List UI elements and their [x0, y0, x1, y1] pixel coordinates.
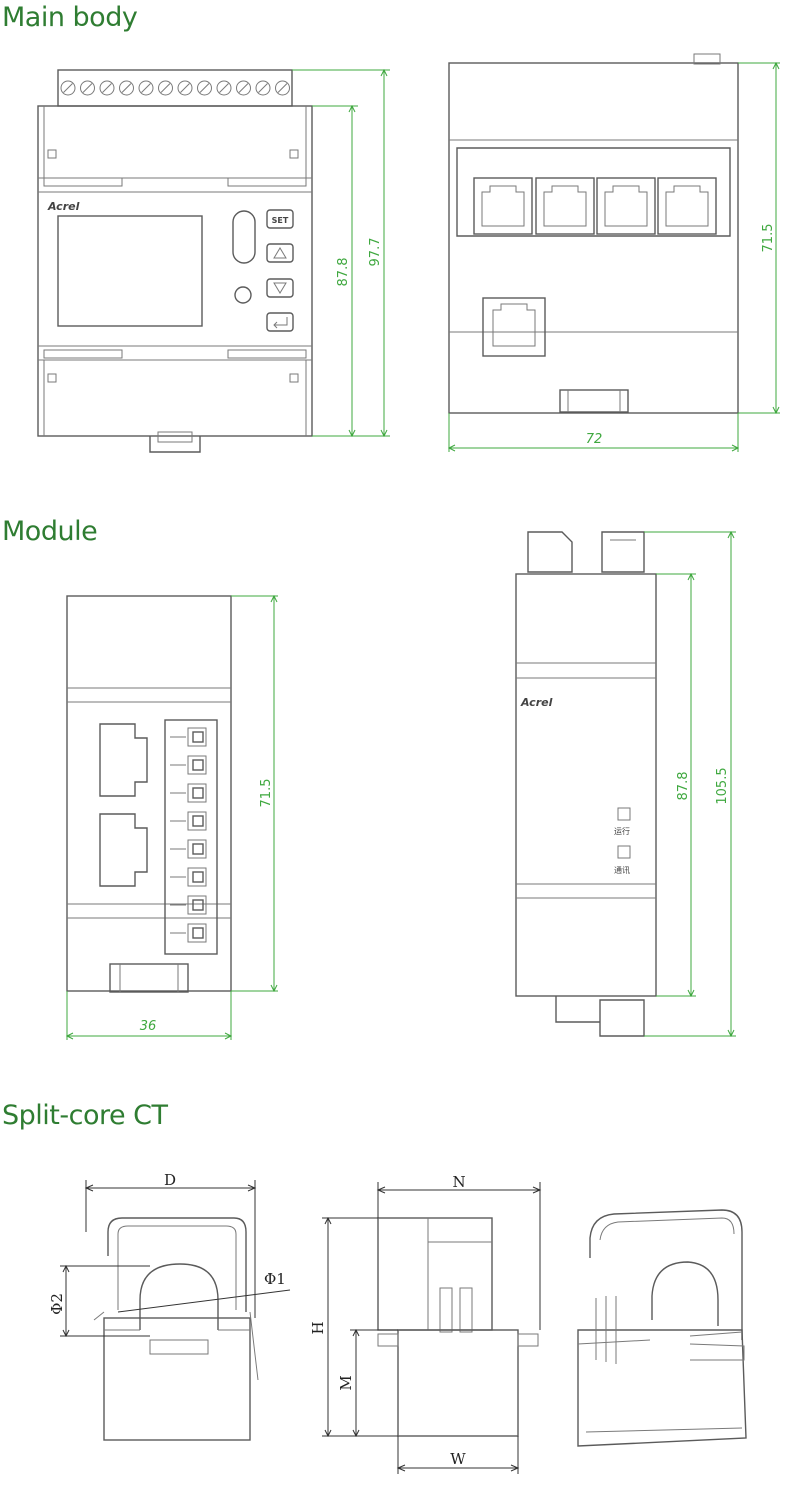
dim-inner-height: 87.8 [336, 258, 351, 287]
dim-total-height: 97.7 [368, 238, 383, 267]
module-terminal-strip [164, 719, 218, 955]
lcd-screen [57, 215, 203, 327]
terminal-screw [216, 80, 232, 96]
down-button[interactable] [266, 278, 294, 298]
terminal-screw [138, 80, 154, 96]
ct-side-top [377, 1217, 493, 1331]
dim-h: H [309, 1321, 327, 1334]
down-arrow-icon [273, 282, 287, 294]
terminal-block [57, 69, 293, 107]
ct-body [103, 1317, 251, 1441]
rs485-port [482, 297, 546, 357]
terminal-screw [177, 80, 193, 96]
module-rj45-top [99, 723, 148, 797]
main-body-front-view: Acrel SET 87.8 97.7 [37, 68, 390, 453]
module-brand-logo: Acrel [520, 696, 553, 709]
module-terminal [170, 811, 207, 831]
top-connector-right [601, 531, 645, 573]
terminal-screw [158, 80, 173, 96]
ct-iso-body [577, 1329, 747, 1447]
main-body-title: Main body [2, 2, 138, 33]
dim-side-inner: 87.8 [676, 772, 691, 801]
comm-led-label: 通讯 [614, 865, 630, 875]
dim-m: M [337, 1375, 355, 1390]
set-button[interactable] [266, 209, 294, 229]
terminal-screw [119, 80, 134, 96]
comm-led [617, 845, 631, 859]
dim-module-height: 71.5 [259, 779, 274, 808]
terminal-screw [255, 80, 271, 96]
ct-front-view: D Φ2 Φ1 [48, 1171, 291, 1441]
dim-rear-height: 71.5 [761, 224, 776, 253]
ct-iso-opening [651, 1261, 719, 1326]
run-led-label: 运行 [614, 826, 630, 836]
svg-text:SET: SET [272, 216, 289, 225]
main-body-rear-view: 71.5 72 [447, 53, 780, 452]
rj45-port-4 [657, 177, 717, 235]
module-terminal [170, 783, 207, 803]
dim-phi2: Φ2 [48, 1293, 66, 1315]
rj45-port-2 [535, 177, 595, 235]
module-title: Module [2, 516, 98, 547]
enter-icon [273, 317, 288, 329]
module-terminal [170, 727, 207, 747]
indicator-light [234, 286, 252, 304]
module-front-view: 71.5 36 [65, 594, 278, 1040]
rj45-port-1 [473, 177, 533, 235]
dim-module-width: 36 [140, 1019, 157, 1034]
dim-n: N [452, 1173, 465, 1191]
module-terminal [170, 923, 207, 943]
din-clip [149, 436, 201, 453]
dim-w: W [450, 1450, 466, 1468]
dim-rear-width: 72 [586, 432, 603, 447]
module-terminal [170, 867, 207, 887]
run-led [617, 807, 631, 821]
terminal-screw [275, 80, 290, 96]
brand-logo: Acrel [47, 200, 80, 213]
ct-title: Split-core CT [2, 1100, 168, 1131]
rj45-port-3 [596, 177, 656, 235]
ct-core-opening [139, 1263, 219, 1330]
indicator-slot [232, 210, 256, 264]
module-side-outline [515, 573, 657, 997]
dim-phi1: Φ1 [264, 1270, 286, 1288]
terminal-screw [60, 80, 76, 96]
ct-clamp-arch [107, 1217, 247, 1312]
module-rj45-bottom [99, 813, 148, 887]
terminal-screw [236, 80, 251, 96]
dim-d: D [164, 1171, 176, 1189]
ct-side-view: N H M W [309, 1173, 542, 1474]
rear-outline [448, 62, 739, 414]
ct-side-body [397, 1329, 519, 1437]
terminal-screw [99, 80, 115, 96]
dim-side-total: 105.5 [715, 767, 730, 804]
terminal-screw [197, 80, 212, 96]
module-terminal [170, 895, 207, 915]
ct-isometric-view [577, 1209, 747, 1447]
ct-iso-top [589, 1209, 743, 1340]
module-terminal [170, 755, 207, 775]
up-arrow-icon [273, 247, 287, 259]
bottom-connector [555, 996, 645, 1037]
top-connector-left [527, 531, 573, 573]
terminal-screw [80, 80, 95, 96]
module-outline [66, 595, 232, 992]
enter-button[interactable] [266, 312, 294, 332]
main-body-outline [37, 105, 313, 437]
module-side-view: Acrel 运行 通讯 87.8 105.5 [515, 530, 736, 1038]
up-button[interactable] [266, 243, 294, 263]
module-terminal [170, 839, 207, 859]
